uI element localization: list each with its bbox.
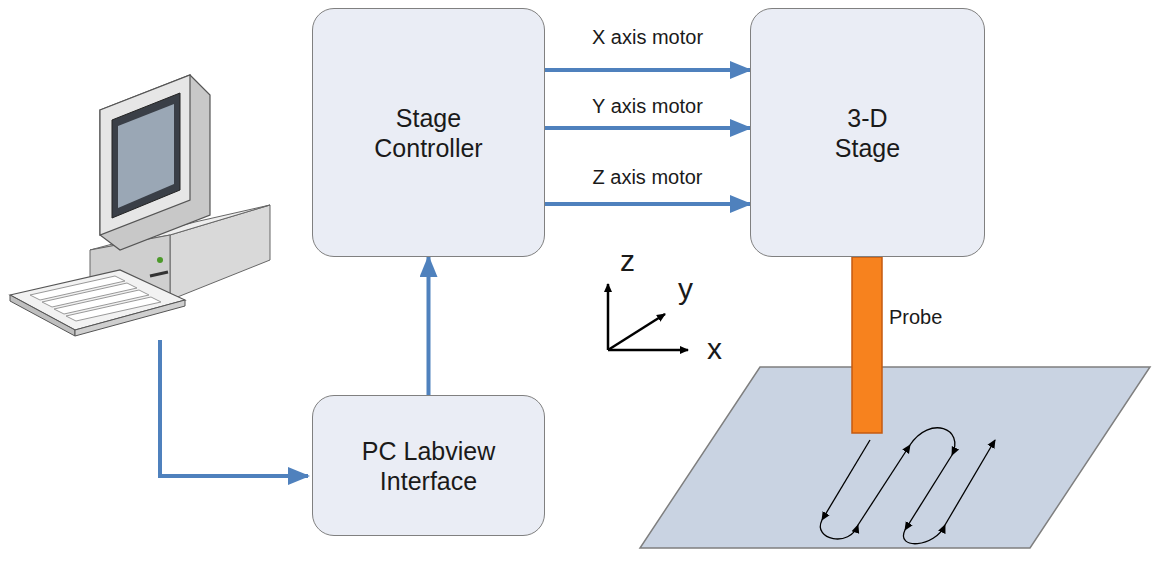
axis-label: y <box>678 272 693 305</box>
box-label: 3-D Stage <box>813 103 923 163</box>
edge-label: Z axis motor <box>592 166 702 188</box>
cable-arrow <box>160 340 308 476</box>
scan-path <box>820 428 995 544</box>
signal-arrow <box>427 257 431 395</box>
axis-triad <box>608 284 688 350</box>
edge-label: Y axis motor <box>592 95 703 117</box>
process-box: PC Labview Interface <box>312 395 545 536</box>
part-label: Probe <box>889 306 942 328</box>
box-label: PC Labview Interface <box>354 436 504 496</box>
process-box: 3-D Stage <box>750 8 985 257</box>
signal-arrow <box>545 68 750 72</box>
axis-label: x <box>707 332 722 365</box>
sample-plate <box>640 367 1150 548</box>
edge-label: X axis motor <box>592 26 703 48</box>
probe-rod <box>852 257 882 433</box>
signal-arrow <box>545 126 750 130</box>
process-box: Stage Controller <box>312 8 545 257</box>
signal-arrow <box>545 202 750 206</box>
computer-icon <box>10 75 270 336</box>
box-label: Stage Controller <box>354 103 504 163</box>
axis-label: z <box>620 244 635 277</box>
